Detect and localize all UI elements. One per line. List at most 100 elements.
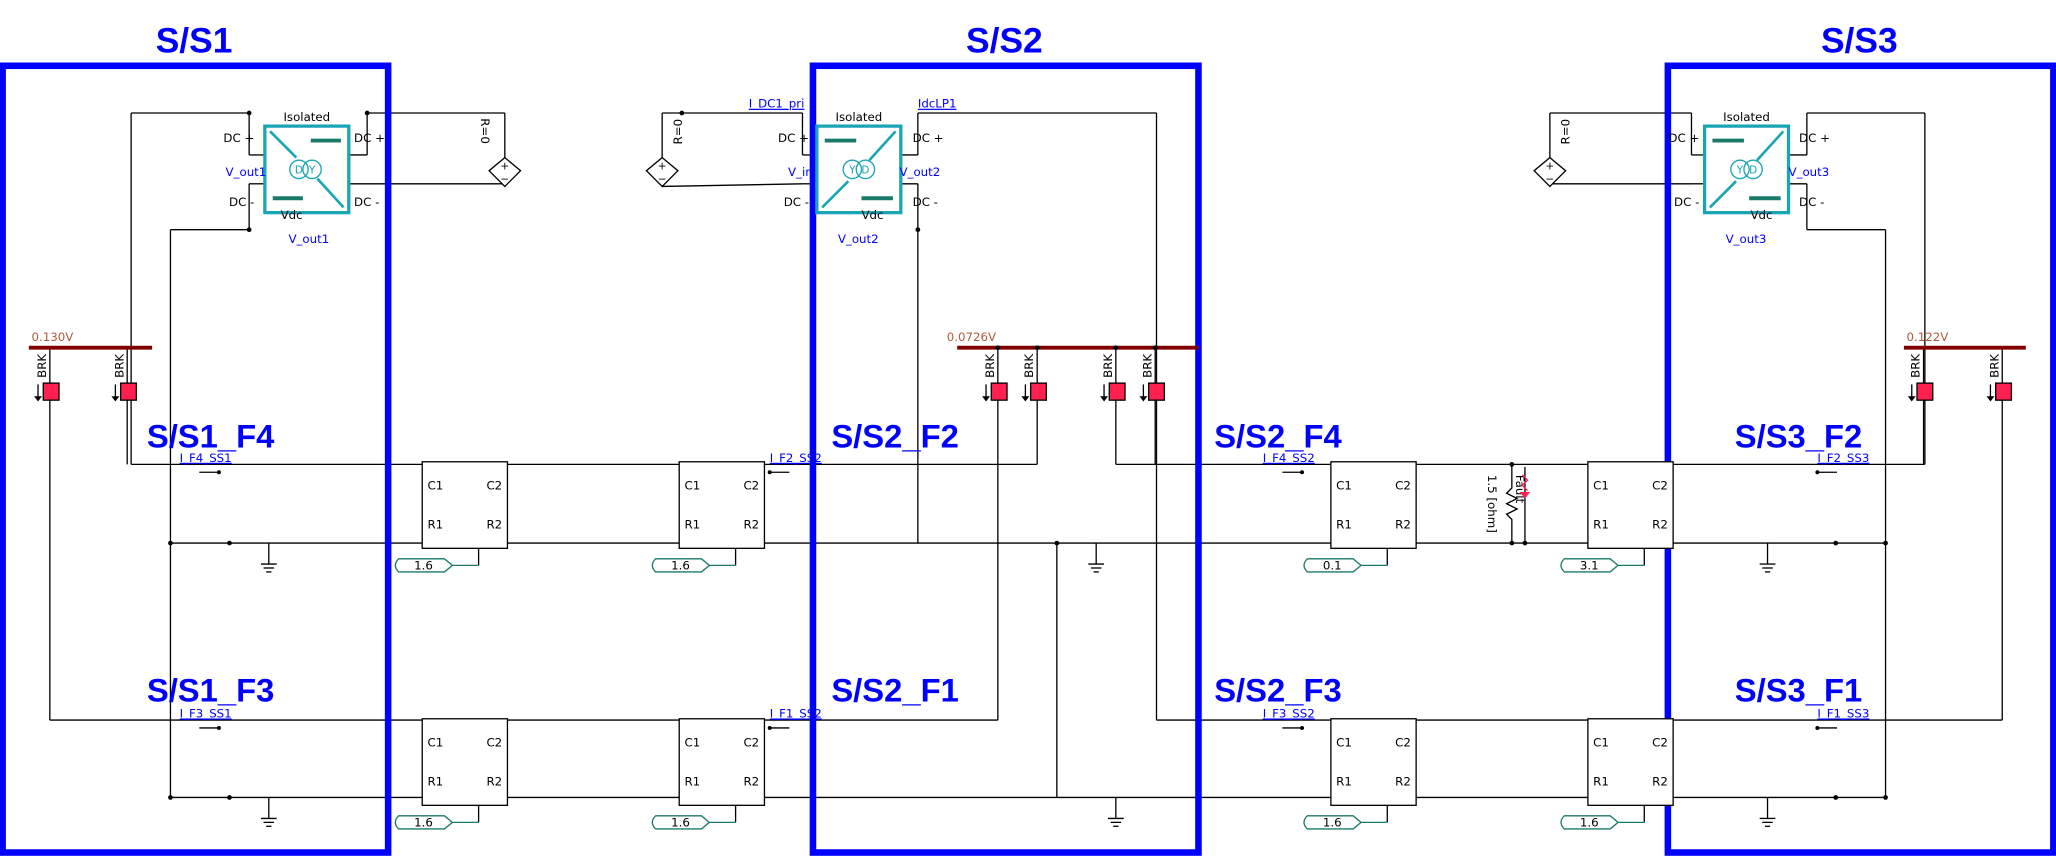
source-resistance-label: R=0 [478,118,492,144]
controlled-voltage-source[interactable]: +− [1533,156,1567,188]
zone-ss1[interactable] [0,62,392,856]
current-arrow-icon [199,470,221,475]
converter-label: Isolated [1723,110,1770,124]
dc-breaker-switch[interactable] [34,382,60,402]
junction-dot [246,110,252,116]
meter-value: 1.6 [671,815,690,829]
value-meter[interactable]: 1.6 [1560,815,1645,830]
junction-dot [1509,462,1515,467]
value-meter[interactable]: 1.6 [651,815,736,830]
breaker-label: BRK [1987,354,2001,378]
meter-value: 1.6 [1323,815,1342,829]
feeder-label: S/S1_F4 [147,417,275,454]
current-probe[interactable]: I_F4_SS1 [180,451,232,465]
pin-label: C1 [1336,478,1352,492]
dc-breaker-switch[interactable] [1986,382,2013,402]
controlled-voltage-source[interactable]: +− [645,156,679,188]
dc-breaker-switch[interactable] [1100,382,1126,402]
current-probe[interactable]: I_F2_SS2 [770,451,822,465]
zone-title-ss3: S/S3 [1821,21,1898,61]
zone-ss3[interactable] [1664,62,2056,856]
controlled-voltage-source[interactable]: +− [488,156,522,188]
dc-breaker-switch[interactable] [1907,382,1934,402]
junction-dot [1833,540,1839,546]
pin-label: R1 [684,518,700,532]
value-meter[interactable]: 3.1 [1560,558,1645,573]
dc-breaker-switch[interactable] [111,382,138,402]
voltage-probe[interactable]: V_out2 [838,232,879,246]
ground-icon [1088,543,1105,573]
current-probe[interactable]: I_F4_SS2 [1263,451,1315,465]
ground-icon [1759,543,1776,573]
dc-plus-label: DC + [354,131,385,145]
dc-minus-label: DC - [229,195,254,209]
dc-breaker-switch[interactable] [1021,382,1048,402]
current-probe[interactable]: I_F2_SS3 [1817,451,1869,465]
value-meter[interactable]: 1.6 [394,815,479,830]
feeder-label: S/S1_F3 [147,672,275,709]
pin-label: R2 [743,775,759,789]
dc-breaker-switch[interactable] [982,382,1008,402]
current-probe[interactable]: I_F3_SS1 [180,706,232,720]
pin-label: C2 [1652,735,1668,749]
svg-text:−: − [658,173,667,185]
pin-label: C1 [684,735,700,749]
meter-value: 1.6 [1580,815,1599,829]
pin-label: C1 [1593,735,1609,749]
junction-dot [1054,540,1060,546]
voltage-probe[interactable]: V_out2 [900,165,941,179]
current-probe[interactable]: I_F1_SS3 [1817,706,1869,720]
voltage-probe[interactable]: V_in [788,165,813,179]
converter-ss1[interactable]: D Y [263,124,351,215]
fault-lightning-icon[interactable] [1519,467,1531,544]
dc-minus-label: DC - [1674,195,1699,209]
current-arrow-icon [1282,725,1305,730]
ground-icon [260,797,277,827]
breaker-label: BRK [1140,354,1154,378]
value-meter[interactable]: 1.6 [651,558,736,573]
fault-resistor[interactable] [1505,464,1519,544]
meter-value: 0.1 [1323,558,1342,572]
value-meter[interactable]: 0.1 [1303,558,1388,573]
dc-breaker-switch[interactable] [1139,382,1166,402]
zone-title-ss2: S/S2 [966,21,1043,61]
svg-text:+: + [658,160,667,172]
pin-label: C1 [1336,735,1352,749]
junction-dot [995,345,1001,351]
bus-voltage-ss2: 0.0726V [947,330,996,344]
voltage-probe[interactable]: V_out1 [288,232,329,246]
junction-dot [246,227,252,233]
breaker-label: BRK [35,354,49,378]
junction-dot [364,110,370,116]
converter-ss2[interactable]: Y D [815,124,903,215]
value-meter[interactable]: 1.6 [394,558,479,573]
junction-dot [679,110,685,116]
voltage-probe[interactable]: V_out3 [1789,165,1830,179]
current-probe[interactable]: I_F3_SS2 [1263,706,1315,720]
fault-label: Fault [1513,475,1527,504]
value-meter[interactable]: 1.6 [1303,815,1388,830]
pin-label: C2 [1395,478,1411,492]
feeder-label: S/S2_F2 [831,417,959,454]
voltage-probe[interactable]: V_out3 [1726,232,1767,246]
pin-label: R2 [743,518,759,532]
current-probe[interactable]: I_F1_SS2 [770,706,822,720]
voltage-probe[interactable]: V_out1 [226,165,267,179]
vdc-label: Vdc [1750,208,1772,222]
dc-plus-label: DC + [778,131,809,145]
current-probe[interactable]: I_DC1_pri [749,97,805,111]
converter-ss3[interactable]: Y D [1702,124,1791,215]
current-probe[interactable]: IdcLP1 [918,97,957,111]
meter-value: 1.6 [414,815,433,829]
zone-ss2[interactable] [809,62,1202,856]
